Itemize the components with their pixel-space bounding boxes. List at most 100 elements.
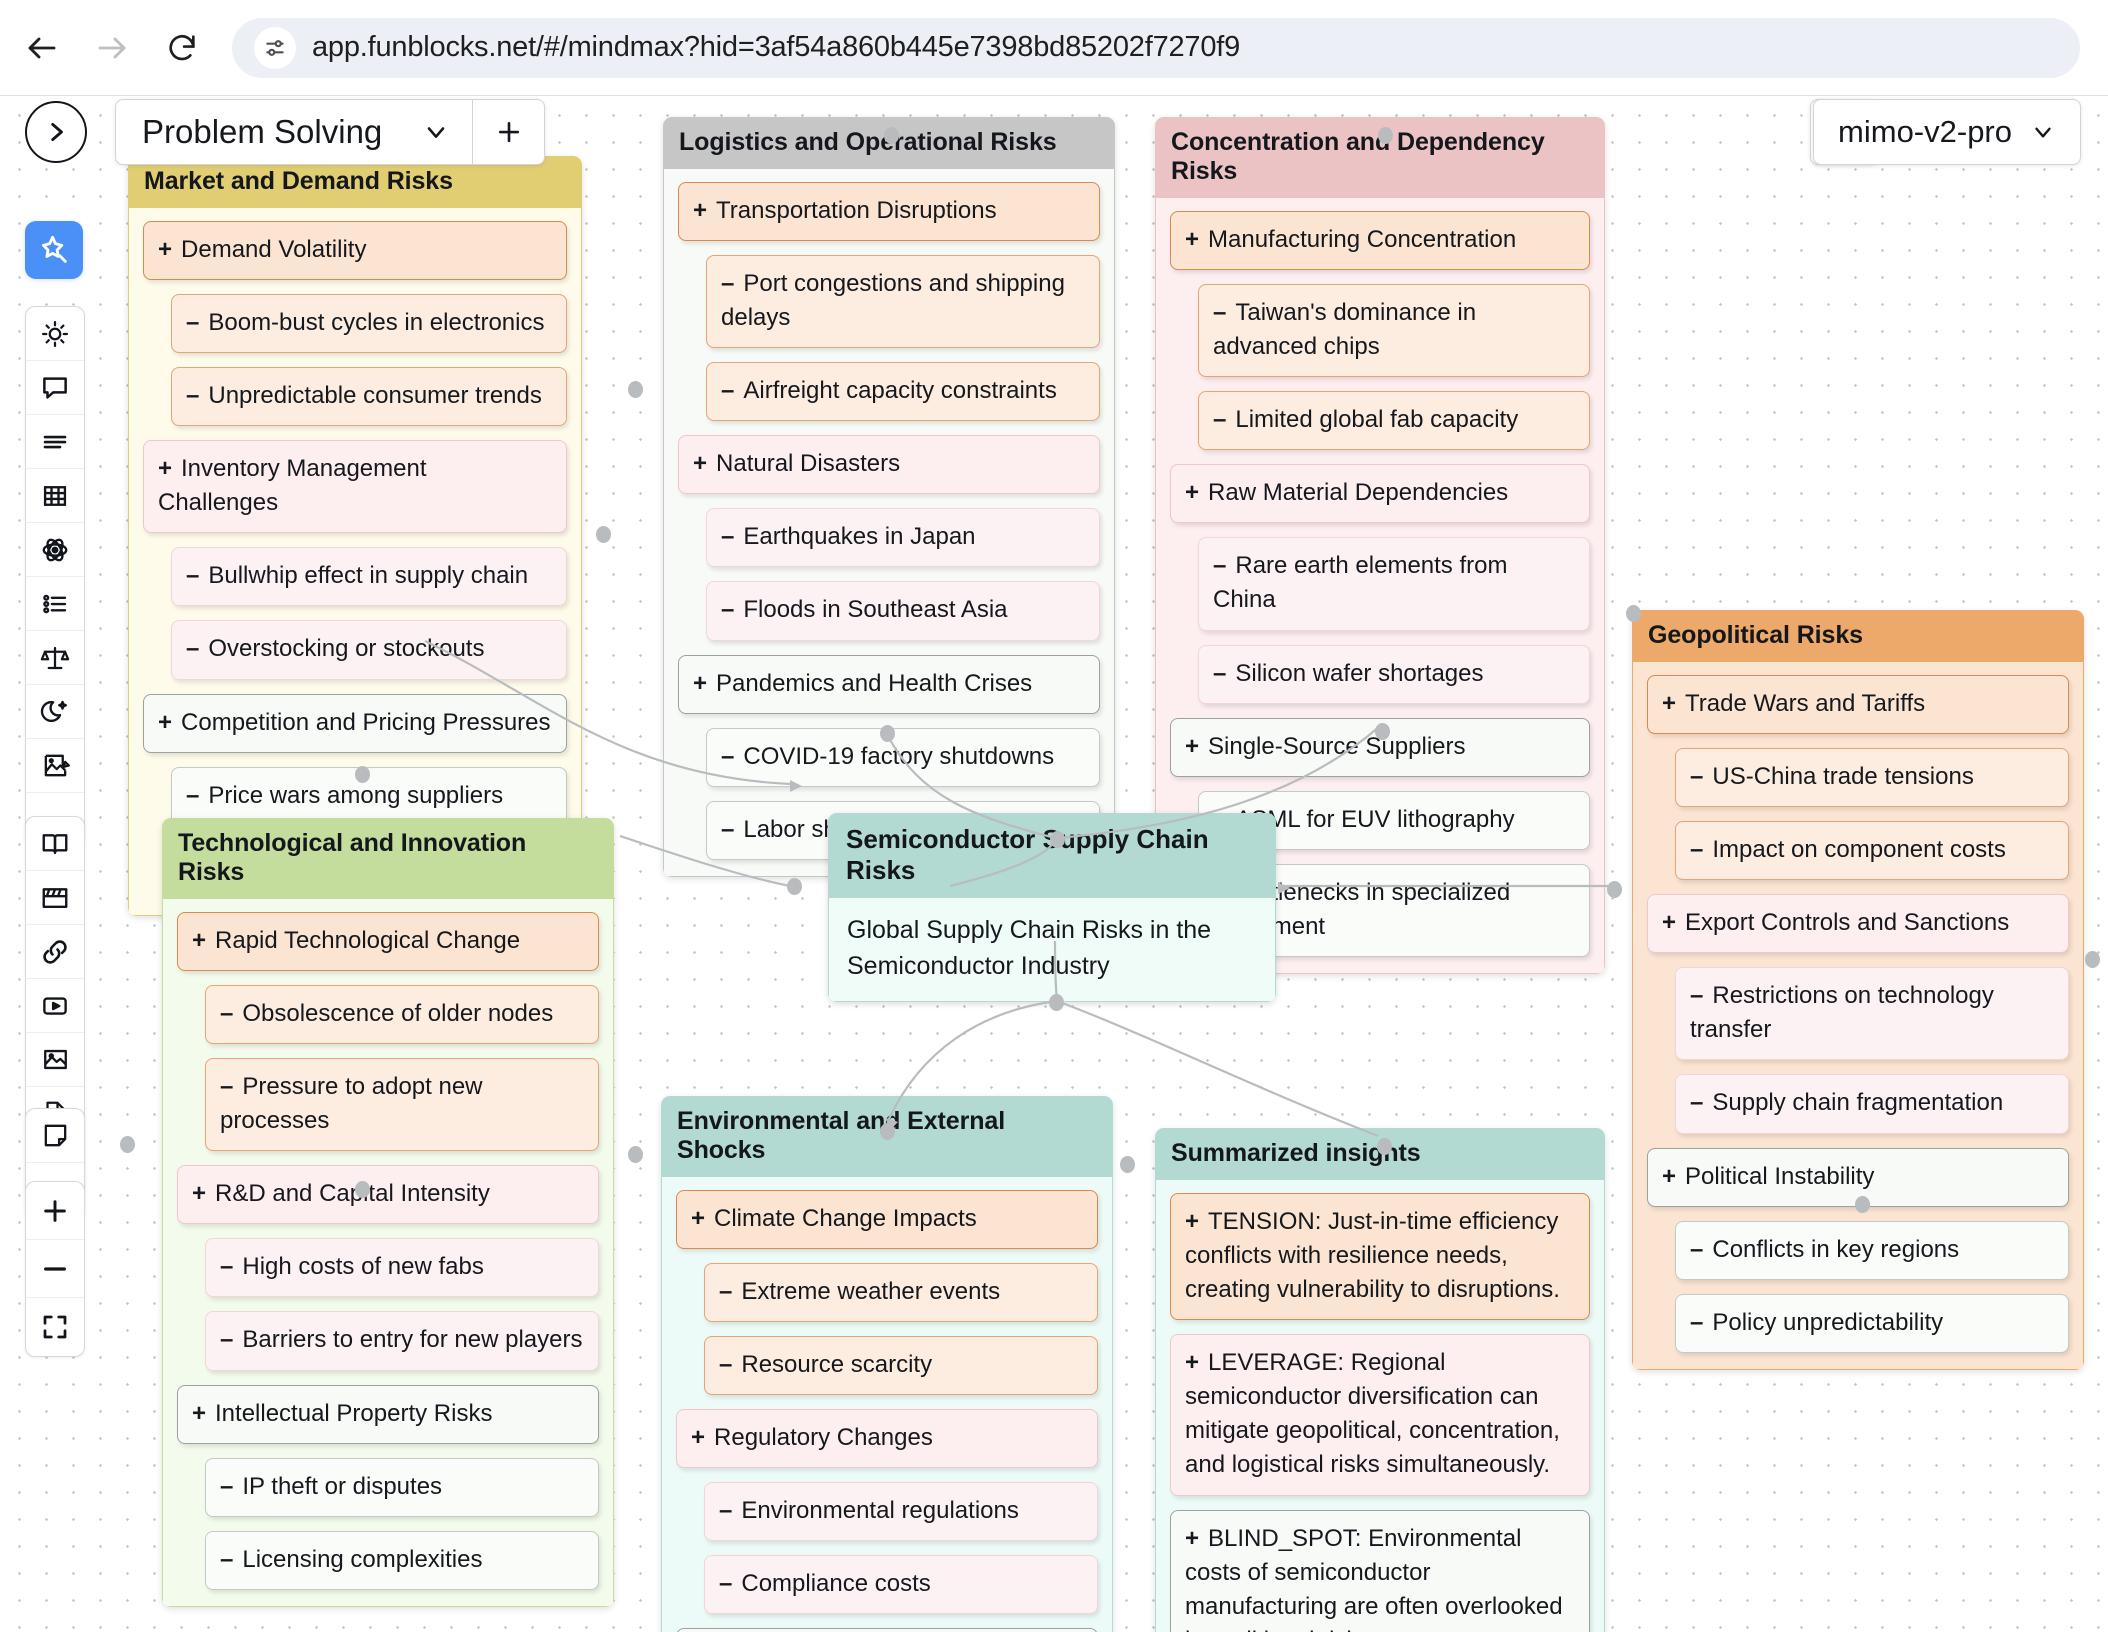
mindmap-node[interactable]: +Demand Volatility	[143, 221, 567, 281]
connector-handle[interactable]	[628, 1146, 643, 1163]
expand-icon[interactable]: +	[1185, 479, 1200, 507]
sidebar-item-analyze[interactable]	[26, 523, 84, 577]
collapse-icon[interactable]: –	[220, 1545, 234, 1573]
mindmap-node[interactable]: +Competition and Pricing Pressures	[143, 693, 567, 753]
collapse-icon[interactable]: –	[1690, 836, 1704, 864]
expand-icon[interactable]: +	[693, 450, 708, 478]
sidebar-item-image[interactable]	[26, 1033, 84, 1087]
expand-icon[interactable]: +	[192, 927, 207, 954]
collapse-icon[interactable]: –	[186, 781, 200, 809]
collapse-icon[interactable]: –	[721, 377, 735, 405]
mindmap-node[interactable]: +Trade Wars and Tariffs	[1647, 675, 2069, 735]
sidebar-item-link[interactable]	[26, 925, 84, 979]
zoom-out-button[interactable]	[26, 1240, 84, 1298]
mindmap-node[interactable]: –Pressure to adopt new processes	[205, 1058, 599, 1152]
add-document-button[interactable]	[472, 100, 544, 164]
mindmap-node[interactable]: –Impact on component costs	[1675, 821, 2069, 881]
expand-icon[interactable]: +	[158, 236, 173, 263]
mindmap-node[interactable]: –Restrictions on technology transfer	[1675, 967, 2069, 1061]
mindmap-node[interactable]: –Port congestions and shipping delays	[706, 255, 1100, 349]
expand-icon[interactable]: +	[691, 1424, 706, 1452]
mindmap-node[interactable]: –Airfreight capacity constraints	[706, 362, 1100, 422]
sidebar-item-play[interactable]	[26, 979, 84, 1033]
collapse-icon[interactable]: –	[220, 1000, 234, 1028]
connector-handle[interactable]	[1050, 831, 1065, 848]
sidebar-item-video-clip[interactable]	[26, 871, 84, 925]
connector-handle[interactable]	[1607, 881, 1622, 898]
sidebar-item-compare[interactable]	[26, 631, 84, 685]
back-button[interactable]	[14, 20, 70, 76]
mindmap-node[interactable]: –Compliance costs	[704, 1555, 1098, 1615]
document-selector[interactable]: Problem Solving	[115, 99, 546, 165]
mindmap-node[interactable]: –IP theft or disputes	[205, 1457, 599, 1517]
expand-icon[interactable]: +	[693, 669, 708, 697]
mindmap-node[interactable]: –COVID-19 factory shutdowns	[706, 727, 1100, 787]
mindmap-node[interactable]: +Intellectual Property Risks	[177, 1384, 599, 1444]
mindmap-node[interactable]: +Transportation Disruptions	[678, 182, 1100, 242]
mindmap-node[interactable]: –US-China trade tensions	[1675, 748, 2069, 808]
collapse-icon[interactable]: –	[186, 382, 200, 410]
mindmap-node[interactable]: –Floods in Southeast Asia	[706, 581, 1100, 641]
collapse-icon[interactable]: –	[721, 270, 735, 298]
expand-icon[interactable]: +	[192, 1180, 207, 1208]
expand-icon[interactable]: +	[1185, 1349, 1200, 1377]
site-settings-icon[interactable]	[254, 26, 296, 69]
connector-handle[interactable]	[880, 725, 895, 742]
forward-button[interactable]	[84, 20, 140, 76]
connector-handle[interactable]	[1375, 723, 1390, 740]
expand-icon[interactable]: +	[1662, 690, 1677, 717]
connector-handle[interactable]	[2085, 951, 2100, 968]
mindmap-node[interactable]: +BLIND_SPOT: Environmental costs of semi…	[1170, 1509, 1590, 1632]
collapse-icon[interactable]: –	[220, 1326, 234, 1354]
mindmap-node[interactable]: –High costs of new fabs	[205, 1238, 599, 1298]
sidebar-item-summarize[interactable]	[26, 415, 84, 469]
collapse-icon[interactable]: –	[1213, 659, 1227, 687]
connector-handle[interactable]	[1626, 605, 1641, 622]
card-logistics[interactable]: Logistics and Operational Risks+Transpor…	[663, 117, 1115, 877]
collapse-icon[interactable]: –	[721, 815, 735, 843]
mindmap-node[interactable]: +Manufacturing Concentration	[1170, 211, 1590, 271]
mindmap-node[interactable]: –Overstocking or stockouts	[171, 620, 567, 680]
mindmap-node[interactable]: +LEVERAGE: Regional semiconductor divers…	[1170, 1334, 1590, 1496]
document-name-box[interactable]: Problem Solving	[116, 100, 472, 164]
expand-icon[interactable]: +	[192, 1399, 207, 1427]
mindmap-node[interactable]: –Resource scarcity	[704, 1336, 1098, 1396]
expand-icon[interactable]: +	[1185, 226, 1200, 253]
mindmap-node[interactable]: +TENSION: Just-in-time efficiency confli…	[1170, 1193, 1590, 1321]
connector-handle[interactable]	[120, 1136, 135, 1153]
sidebar-item-reflect[interactable]	[26, 685, 84, 739]
connector-handle[interactable]	[1120, 1156, 1135, 1173]
expand-icon[interactable]: +	[691, 1205, 706, 1232]
expand-icon[interactable]: +	[1662, 909, 1677, 937]
collapse-icon[interactable]: –	[186, 309, 200, 337]
sidebar-item-table[interactable]	[26, 469, 84, 523]
card-environmental[interactable]: Environmental and External Shocks+Climat…	[661, 1096, 1113, 1632]
connector-handle[interactable]	[1378, 127, 1393, 144]
mindmap-node[interactable]: +Regulatory Changes	[676, 1409, 1098, 1469]
ai-assistant-button[interactable]	[25, 221, 83, 279]
expand-icon[interactable]: +	[1662, 1162, 1677, 1190]
collapse-icon[interactable]: –	[719, 1351, 733, 1379]
mindmap-node[interactable]: –Silicon wafer shortages	[1198, 644, 1590, 704]
mindmap-node[interactable]: –Environmental regulations	[704, 1482, 1098, 1542]
collapse-icon[interactable]: –	[719, 1570, 733, 1598]
collapse-icon[interactable]: –	[719, 1497, 733, 1525]
mindmap-node[interactable]: +R&D and Capital Intensity	[177, 1165, 599, 1225]
collapse-icon[interactable]: –	[1690, 982, 1704, 1010]
collapse-icon[interactable]: –	[220, 1073, 234, 1101]
expand-icon[interactable]: +	[1185, 1524, 1200, 1552]
expand-icon[interactable]: +	[158, 455, 173, 483]
expand-icon[interactable]: +	[1185, 732, 1200, 760]
mindmap-node[interactable]: –Earthquakes in Japan	[706, 508, 1100, 568]
central-node[interactable]: Semiconductor Supply Chain Risks Global …	[828, 813, 1276, 1002]
collapse-icon[interactable]: –	[1213, 406, 1227, 434]
mindmap-node[interactable]: +Climate Change Impacts	[676, 1190, 1098, 1250]
sidebar-item-note[interactable]	[26, 1109, 84, 1163]
card-geopolitical[interactable]: Geopolitical Risks+Trade Wars and Tariff…	[1632, 610, 2084, 1370]
mindmap-node[interactable]: –Conflicts in key regions	[1675, 1220, 2069, 1280]
mindmap-node[interactable]: +Inventory Management Challenges	[143, 440, 567, 534]
collapse-icon[interactable]: –	[186, 635, 200, 663]
connector-handle[interactable]	[596, 526, 611, 543]
mindmap-node[interactable]: –Extreme weather events	[704, 1263, 1098, 1323]
collapse-icon[interactable]: –	[220, 1472, 234, 1500]
